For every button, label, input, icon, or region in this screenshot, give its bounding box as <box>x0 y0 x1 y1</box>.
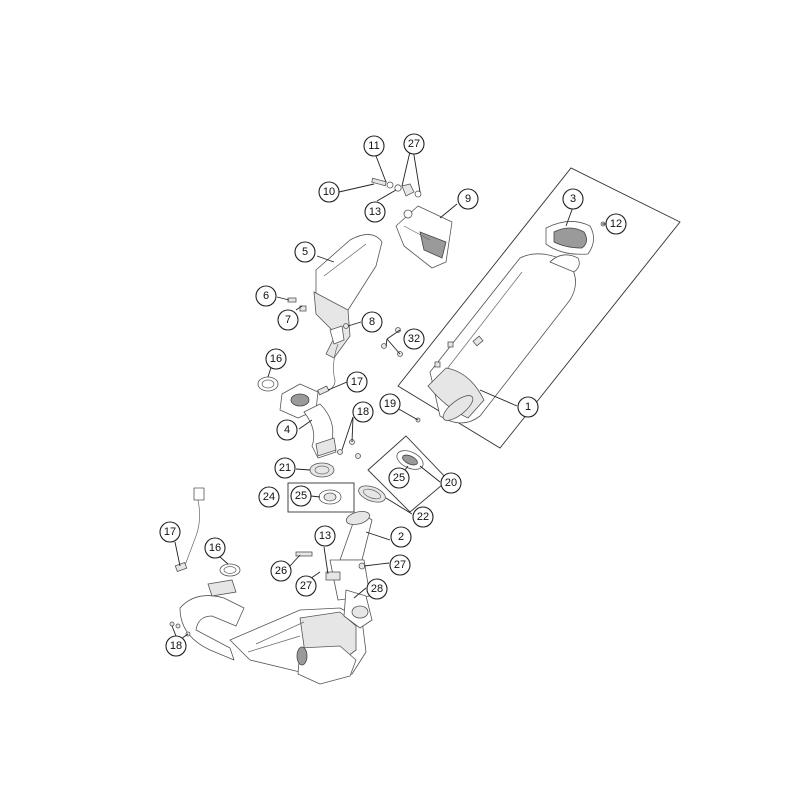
callout-22: 22 <box>412 506 434 528</box>
svg-text:27: 27 <box>408 138 420 150</box>
header-collector <box>179 579 373 685</box>
svg-text:7: 7 <box>285 314 291 326</box>
svg-text:32: 32 <box>408 333 420 345</box>
svg-text:12: 12 <box>610 218 622 230</box>
svg-text:11: 11 <box>368 140 379 152</box>
callout-6: 6 <box>255 285 277 307</box>
svg-text:25: 25 <box>295 490 307 502</box>
callout-1: 1 <box>517 396 539 418</box>
callout-17-upper: 17 <box>346 371 368 393</box>
callout-17-lower: 17 <box>159 521 181 543</box>
callout-10: 10 <box>318 181 340 203</box>
callout-5: 5 <box>294 241 316 263</box>
oxygen-sensor-lower <box>174 487 205 573</box>
callout-3: 3 <box>562 188 584 210</box>
callout-9: 9 <box>457 188 479 210</box>
callout-18-lower: 18 <box>165 635 187 657</box>
callout-8: 8 <box>361 311 383 333</box>
muffler-assembly-frame <box>397 167 681 449</box>
svg-text:13: 13 <box>319 530 331 542</box>
callout-32: 32 <box>403 328 425 350</box>
muffler-silencer <box>427 253 580 424</box>
mounting-bracket <box>395 205 453 269</box>
manifold-pipe-upper <box>279 383 337 459</box>
svg-text:19: 19 <box>384 398 396 410</box>
svg-text:27: 27 <box>300 580 312 592</box>
callout-27-left: 27 <box>295 575 317 597</box>
svg-text:4: 4 <box>284 424 290 436</box>
callout-24: 24 <box>258 486 280 508</box>
callout-27-top: 27 <box>403 133 425 155</box>
svg-text:13: 13 <box>369 206 381 218</box>
callout-7: 7 <box>277 309 299 331</box>
callout-13-top: 13 <box>364 201 386 223</box>
svg-text:17: 17 <box>164 526 176 538</box>
svg-text:25: 25 <box>393 472 405 484</box>
svg-text:2: 2 <box>398 531 404 543</box>
callout-26: 26 <box>270 560 292 582</box>
svg-text:21: 21 <box>279 462 291 474</box>
svg-text:8: 8 <box>369 316 375 328</box>
callout-16-upper: 16 <box>265 348 287 370</box>
seal-ring-22 <box>358 485 386 503</box>
callout-21: 21 <box>274 457 296 479</box>
callout-13-mid: 13 <box>314 525 336 547</box>
svg-text:18: 18 <box>357 406 369 418</box>
callout-4: 4 <box>276 419 298 441</box>
callout-16-lower: 16 <box>204 537 226 559</box>
svg-text:26: 26 <box>275 565 287 577</box>
top-fasteners <box>371 177 422 198</box>
svg-text:22: 22 <box>417 511 429 523</box>
svg-text:18: 18 <box>170 640 182 652</box>
callout-11: 11 <box>363 135 385 157</box>
svg-text:10: 10 <box>323 186 335 198</box>
svg-text:17: 17 <box>351 376 363 388</box>
svg-text:24: 24 <box>263 491 275 503</box>
callout-28: 28 <box>366 578 388 600</box>
gasket-lower <box>219 563 241 577</box>
svg-text:9: 9 <box>465 193 471 205</box>
link-pipe <box>295 511 373 601</box>
svg-text:3: 3 <box>570 193 576 205</box>
seal-ring-21 <box>309 462 335 478</box>
svg-text:27: 27 <box>394 559 406 571</box>
callout-12: 12 <box>605 213 627 235</box>
callout-25-set: 25 <box>290 485 312 507</box>
callout-27-right: 27 <box>389 554 411 576</box>
svg-text:6: 6 <box>263 290 269 302</box>
svg-text:16: 16 <box>270 353 282 365</box>
gasket-upper <box>257 376 279 392</box>
end-cap <box>545 221 606 255</box>
clamp-set-frame <box>287 482 355 513</box>
svg-text:20: 20 <box>445 477 457 489</box>
clamp-kit <box>396 450 424 470</box>
svg-text:1: 1 <box>525 401 531 413</box>
callout-25-kit: 25 <box>388 467 410 489</box>
callout-19: 19 <box>379 393 401 415</box>
callout-18-upper: 18 <box>352 401 374 423</box>
svg-text:5: 5 <box>302 246 308 258</box>
callout-20: 20 <box>440 472 462 494</box>
clamp-small <box>318 489 342 505</box>
svg-text:16: 16 <box>209 542 221 554</box>
svg-text:28: 28 <box>371 583 383 595</box>
callout-2: 2 <box>390 526 412 548</box>
